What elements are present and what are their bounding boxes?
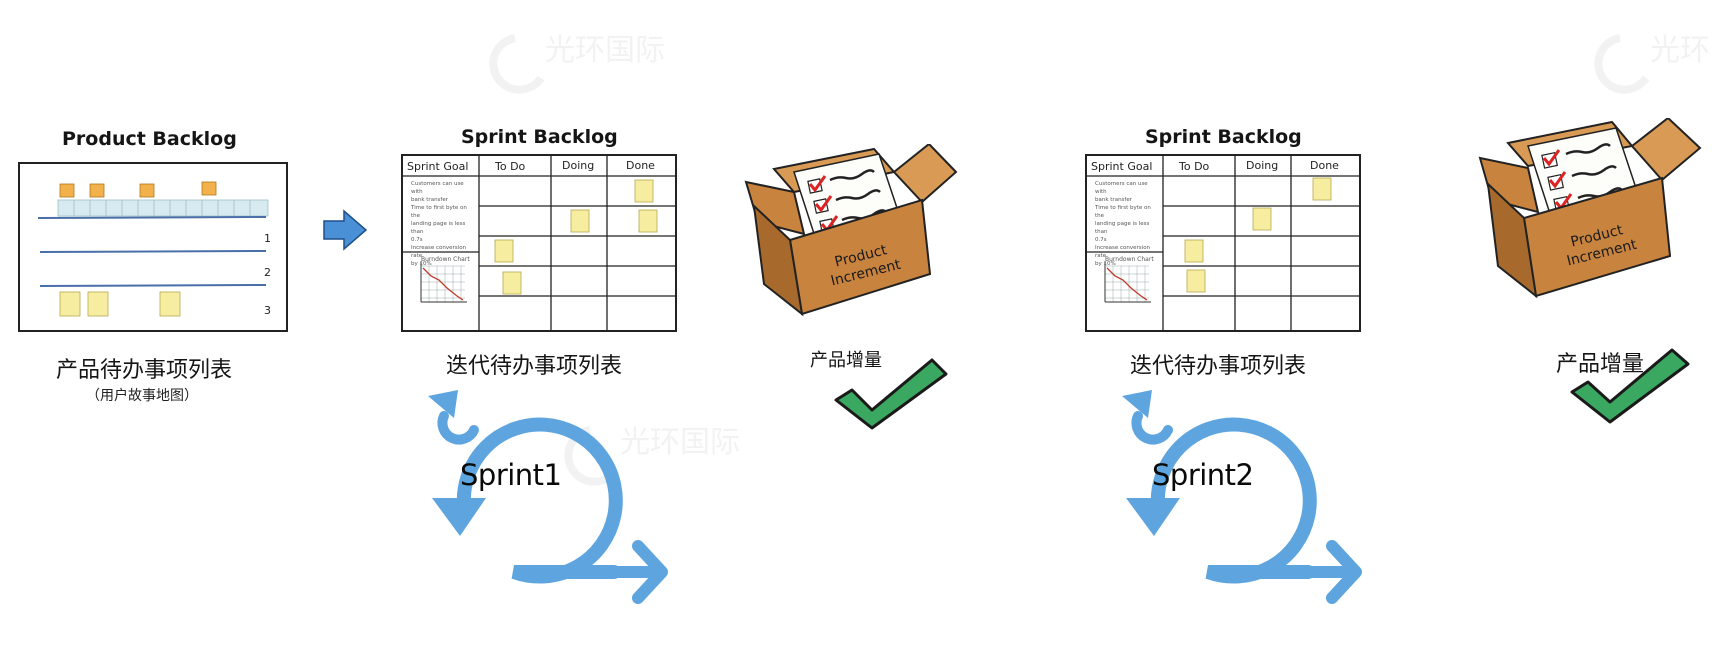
epic-card (59, 183, 75, 198)
story-sticky (159, 291, 181, 317)
taskboard-grid (403, 156, 675, 330)
task-sticky (1252, 207, 1272, 231)
sprint-cycle-icon (428, 390, 668, 604)
burndown-label: Burndown Chart (1105, 256, 1154, 263)
product-increment-caption: 产品增量 (810, 350, 882, 371)
activity-row (57, 199, 269, 217)
story-sticky (59, 291, 81, 317)
sprint-goal-text: Customers can use with bank transfer Tim… (411, 181, 467, 267)
column-header-sprint-goal: Sprint Goal (1091, 160, 1153, 173)
sprint-cycle-icon (1122, 390, 1362, 604)
burndown-chart (420, 262, 467, 303)
product-backlog-title: Product Backlog (62, 128, 237, 150)
release-number: 1 (264, 232, 271, 245)
sprint-backlog-caption: 迭代待办事项列表 (1130, 354, 1307, 379)
release-line (39, 250, 267, 253)
story-sticky (87, 291, 109, 317)
task-sticky (502, 271, 522, 295)
burndown-chart (1104, 262, 1151, 303)
sprint-backlog-title: Sprint Backlog (461, 126, 618, 148)
watermark: 光环 (1590, 18, 1718, 102)
checkmark-icon (834, 358, 948, 430)
watermark-logo-icon: 光环 (1594, 33, 1710, 94)
release-number: 2 (264, 266, 271, 279)
task-sticky (1186, 269, 1206, 293)
epic-card (89, 183, 105, 198)
task-sticky (1184, 239, 1204, 263)
watermark-logo-icon: 光环国际 (489, 33, 665, 94)
product-backlog-caption: 产品待办事项列表 (56, 358, 233, 383)
sprint-backlog-board: Sprint Goal To Do Doing Done Customers c… (401, 154, 677, 332)
svg-text:光环国际: 光环国际 (620, 425, 740, 460)
column-header-done: Done (626, 159, 655, 172)
watermark: 光环国际 (485, 18, 725, 102)
checkmark-icon (1570, 348, 1690, 424)
column-header-todo: To Do (495, 160, 526, 173)
product-increment-box: Product Increment (744, 144, 958, 317)
epic-card (139, 183, 155, 198)
product-increment-caption: 产品增量 (1556, 352, 1645, 377)
flow-arrow-icon (323, 209, 368, 251)
column-header-done: Done (1310, 159, 1339, 172)
sprint-backlog-caption: 迭代待办事项列表 (446, 354, 623, 379)
product-backlog-subcaption: （用户故事地图） (86, 388, 198, 404)
release-number: 3 (264, 304, 271, 317)
product-backlog-board: 1 2 3 (18, 162, 288, 332)
task-sticky (570, 209, 590, 233)
watermark: 光环国际 (560, 410, 800, 494)
svg-text:光环国际: 光环国际 (545, 33, 665, 68)
task-sticky (638, 209, 658, 233)
product-increment-box: Product Increment (1478, 118, 1702, 299)
sprint-label: Sprint2 (1152, 458, 1254, 492)
column-header-todo: To Do (1179, 160, 1210, 173)
sprint-goal-text: Customers can use with bank transfer Tim… (1095, 181, 1151, 267)
task-sticky (494, 239, 514, 263)
sprint-backlog-title: Sprint Backlog (1145, 126, 1302, 148)
column-header-doing: Doing (562, 159, 595, 172)
svg-text:光环: 光环 (1650, 33, 1710, 68)
task-sticky (634, 179, 654, 203)
column-header-sprint-goal: Sprint Goal (407, 160, 469, 173)
sprint-backlog-board: Sprint Goal To Do Doing Done Customers c… (1085, 154, 1361, 332)
epic-card (201, 181, 217, 196)
taskboard-grid (1087, 156, 1359, 330)
story-map-drawing (37, 181, 269, 317)
column-header-doing: Doing (1246, 159, 1279, 172)
release-line (37, 216, 267, 219)
release-line (39, 284, 267, 287)
sprint-label: Sprint1 (460, 458, 562, 492)
watermark-logo-icon: 光环国际 (564, 425, 740, 486)
task-sticky (1312, 177, 1332, 201)
burndown-label: Burndown Chart (421, 256, 470, 263)
